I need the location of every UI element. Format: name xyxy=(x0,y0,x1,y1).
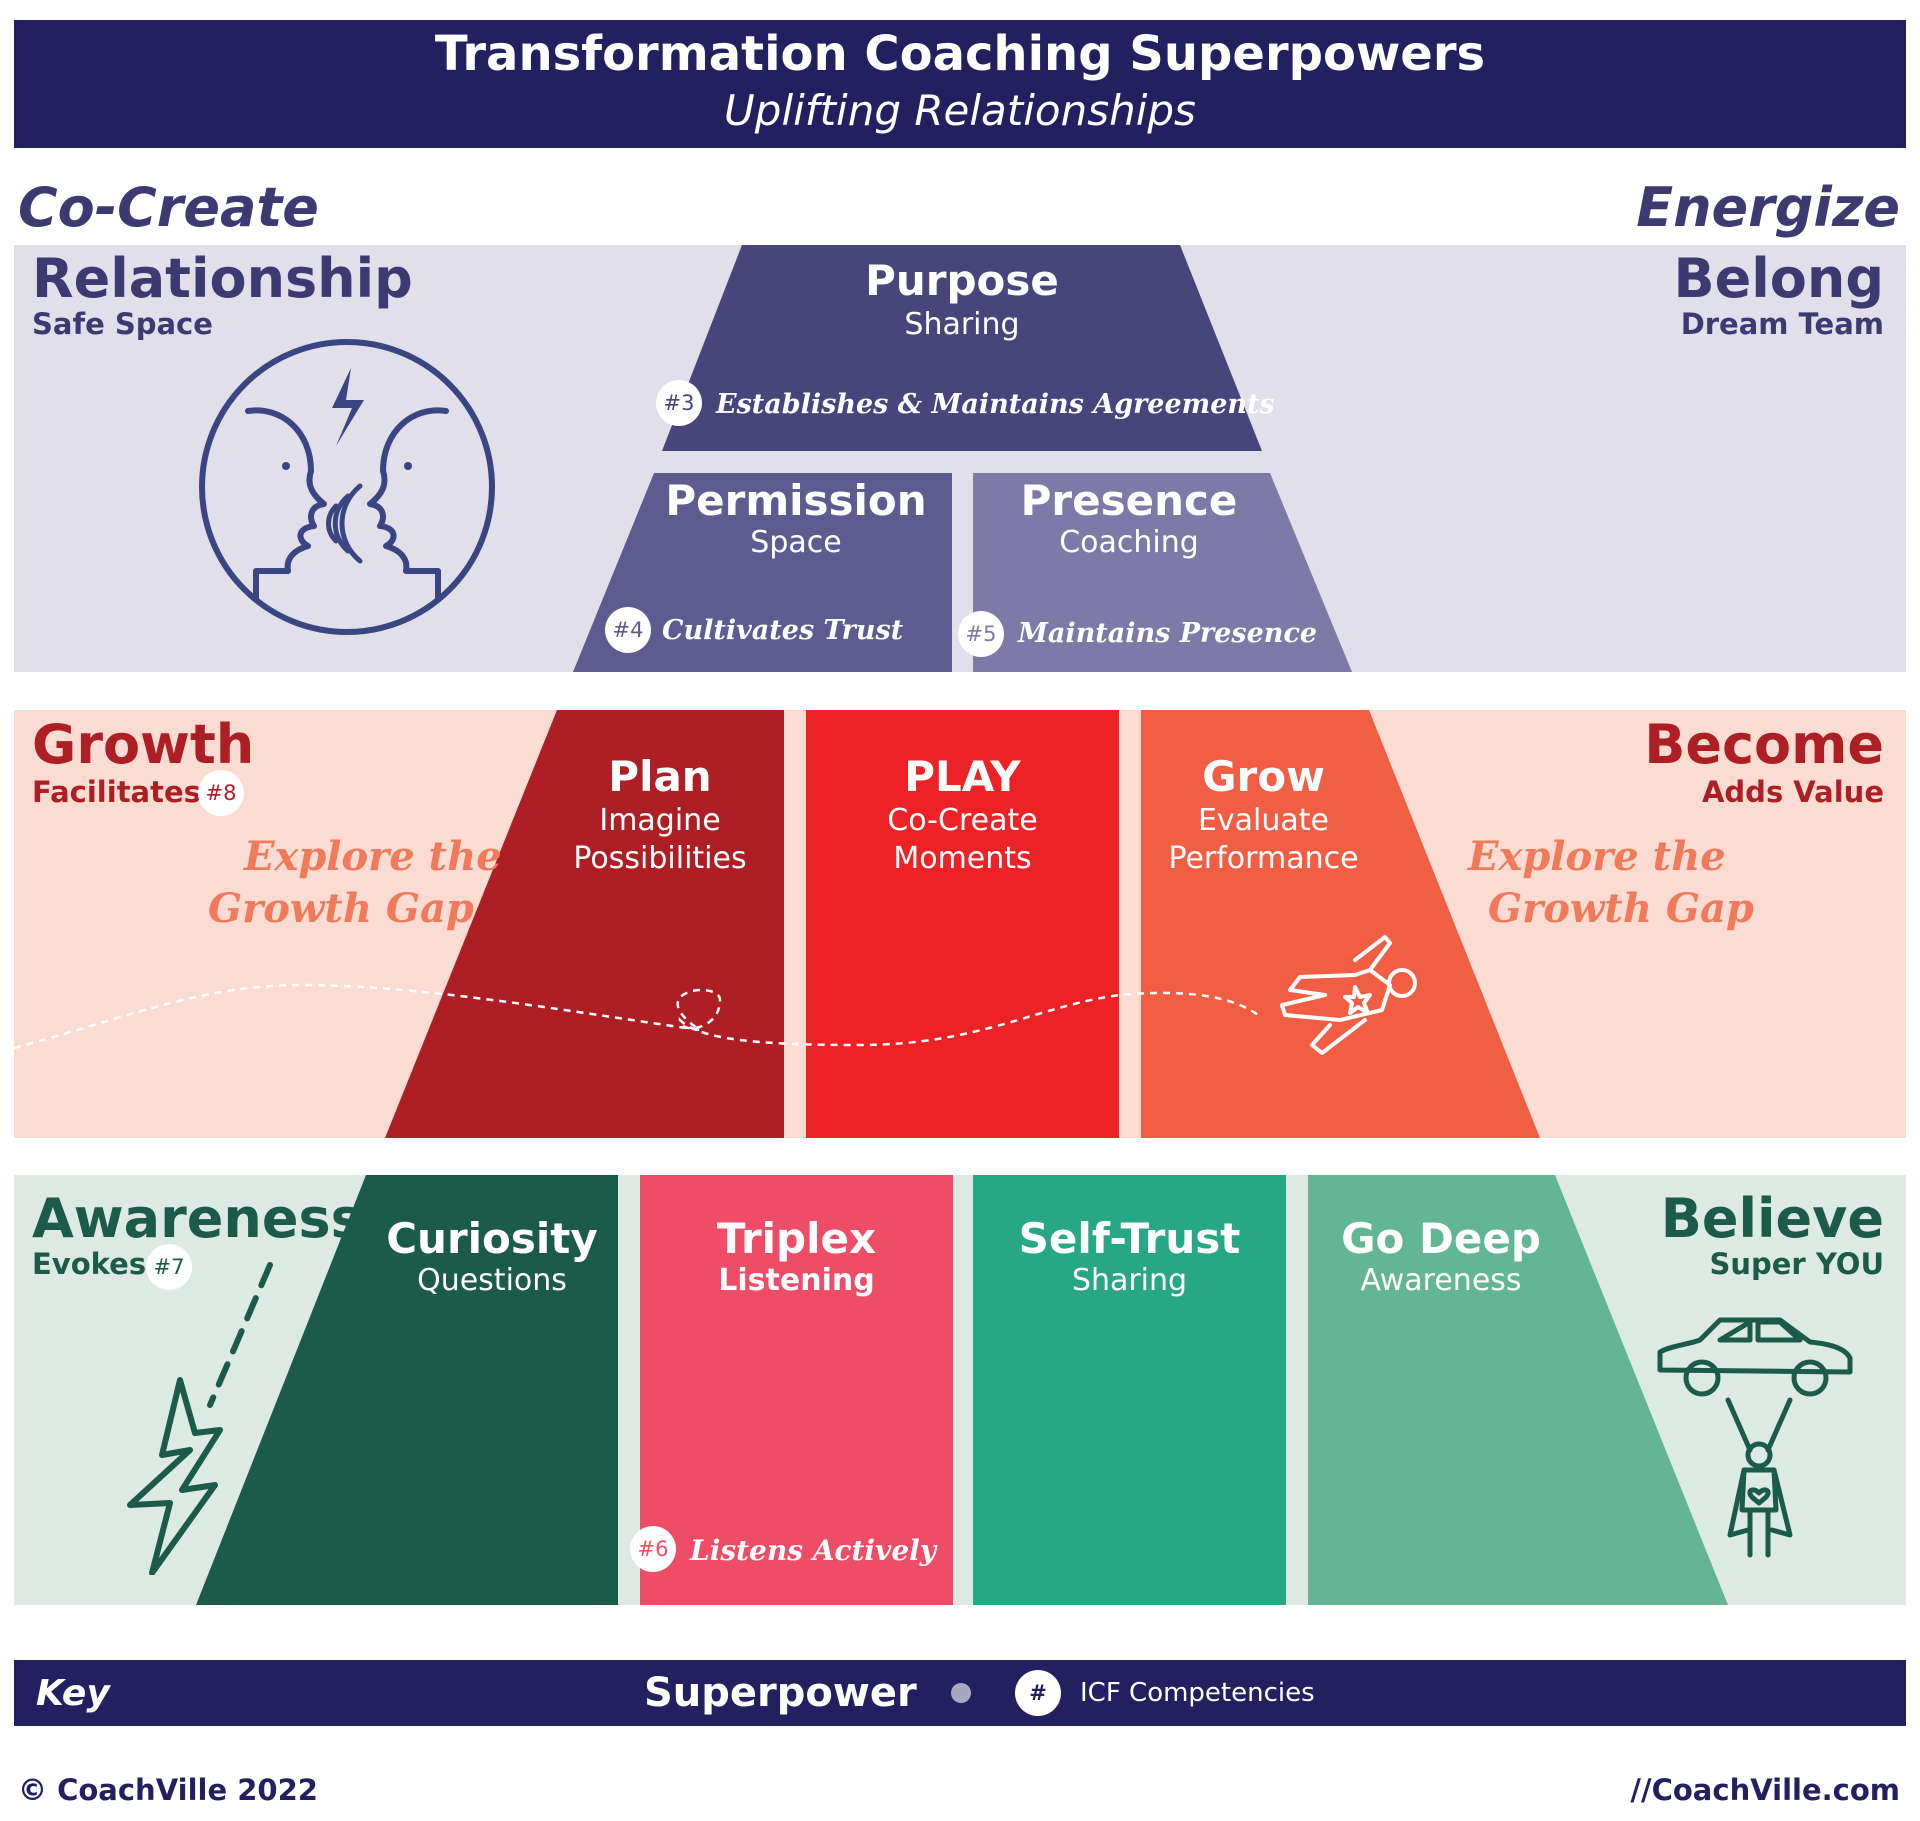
selftrust-title: Self-Trust xyxy=(1018,1214,1241,1263)
growth-title: Growth xyxy=(32,713,255,776)
presence-subtitle: Coaching xyxy=(1059,525,1199,560)
become-title: Become xyxy=(1644,713,1884,776)
belong-title: Belong xyxy=(1673,247,1885,310)
key-competency-badge: # xyxy=(1015,1670,1061,1716)
godeep-subtitle: Awareness xyxy=(1360,1263,1522,1298)
play-title: PLAY xyxy=(904,752,1021,801)
triplex-title: Triplex xyxy=(716,1214,877,1263)
key-dot-icon xyxy=(951,1683,971,1703)
become-subtitle: Adds Value xyxy=(1701,775,1884,809)
selftrust-subtitle: Sharing xyxy=(1071,1263,1188,1298)
plan-block xyxy=(385,710,784,1138)
corner-label-right: Energize xyxy=(1636,176,1900,239)
permission-competency: Cultivates Trust xyxy=(662,615,904,646)
grow-line1: Evaluate xyxy=(1197,803,1330,838)
lightning-bolt-icon xyxy=(127,1262,273,1575)
purpose-competency-badge: #3 xyxy=(656,380,702,426)
triplex-competency-badge: #6 xyxy=(630,1526,676,1572)
corner-label-left: Co-Create xyxy=(18,176,319,239)
triplex-competency: Listens Actively xyxy=(690,1534,937,1567)
curiosity-subtitle: Questions xyxy=(417,1263,567,1298)
awareness-competency-badge: #7 xyxy=(146,1244,192,1290)
purpose-competency: Establishes & Maintains Agreements xyxy=(716,389,1275,420)
awareness-subtitle: Evokes xyxy=(32,1247,147,1281)
purpose-subtitle: Sharing xyxy=(904,307,1020,342)
growth-competency-badge: #8 xyxy=(198,770,244,816)
growth-explore-line2: Growth Gap xyxy=(208,885,474,932)
selftrust-block xyxy=(973,1175,1286,1605)
awareness-title: Awareness xyxy=(32,1187,363,1250)
presence-competency: Maintains Presence xyxy=(1018,618,1318,649)
key-competencies-label: ICF Competencies xyxy=(1080,1678,1315,1708)
key-label: Key xyxy=(36,1673,110,1714)
relationship-subtitle: Safe Space xyxy=(32,307,213,341)
plan-line2: Possibilities xyxy=(573,841,747,876)
triplex-block xyxy=(640,1175,953,1605)
belong-subtitle: Dream Team xyxy=(1680,307,1884,341)
triplex-subtitle: Listening xyxy=(718,1263,875,1298)
grow-title: Grow xyxy=(1202,752,1325,801)
page-subtitle: Uplifting Relationships xyxy=(724,86,1196,135)
purpose-title: Purpose xyxy=(865,256,1059,305)
relationship-title: Relationship xyxy=(32,247,413,310)
play-line1: Co-Create xyxy=(887,803,1038,838)
play-block xyxy=(806,710,1119,1138)
curiosity-block xyxy=(196,1175,618,1605)
key-superpower: Superpower xyxy=(644,1670,917,1716)
growth-path-line xyxy=(13,983,1263,1050)
presence-competency-badge: #5 xyxy=(958,611,1004,657)
become-explore-line1: Explore the xyxy=(1468,833,1726,880)
presence-block xyxy=(973,473,1352,672)
website-link[interactable]: //CoachVille.com xyxy=(1630,1773,1900,1807)
permission-block xyxy=(573,473,952,672)
permission-competency-badge: #4 xyxy=(605,607,651,653)
presence-title: Presence xyxy=(1020,476,1238,525)
header-banner xyxy=(14,20,1906,148)
godeep-block xyxy=(1308,1175,1728,1605)
superhero-lifting-car-icon xyxy=(1657,1317,1853,1558)
purpose-block xyxy=(662,245,1262,451)
play-line2: Moments xyxy=(893,841,1032,876)
page-title: Transformation Coaching Superpowers xyxy=(434,26,1486,82)
growth-subtitle: Facilitates xyxy=(32,775,201,809)
believe-title: Believe xyxy=(1660,1187,1884,1250)
growth-explore-line1: Explore the xyxy=(244,833,502,880)
plan-line1: Imagine xyxy=(599,803,721,838)
curiosity-title: Curiosity xyxy=(386,1214,598,1263)
grow-block xyxy=(1141,710,1540,1138)
believe-subtitle: Super YOU xyxy=(1709,1247,1884,1281)
talking-heads-icon xyxy=(199,339,495,635)
become-explore-line2: Growth Gap xyxy=(1488,885,1754,932)
plan-title: Plan xyxy=(608,752,712,801)
copyright: © CoachVille 2022 xyxy=(18,1773,318,1807)
permission-title: Permission xyxy=(665,476,927,525)
grow-line2: Performance xyxy=(1168,841,1359,876)
godeep-title: Go Deep xyxy=(1341,1214,1541,1263)
flying-superhero-icon xyxy=(1280,935,1417,1055)
permission-subtitle: Space xyxy=(750,525,842,560)
